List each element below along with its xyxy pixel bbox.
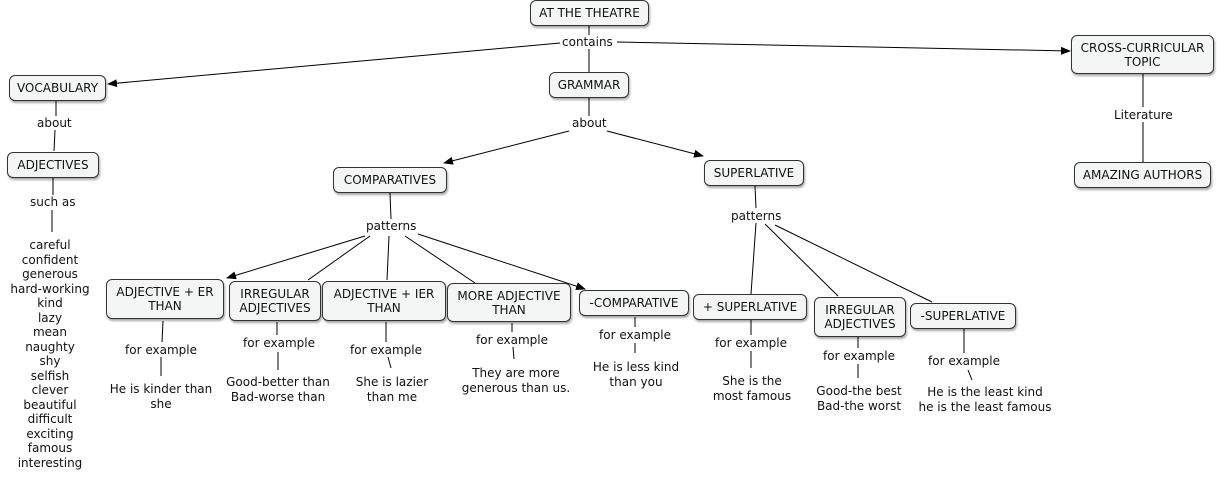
node-minus-superlative[interactable]: -SUPERLATIVE [910, 303, 1016, 329]
example-line: most famous [712, 389, 792, 403]
adjective-list-item: kind [37, 296, 63, 310]
adjective-list-item: hard-working [10, 281, 90, 296]
example-line: She is the [722, 374, 782, 388]
example-line: she [150, 397, 172, 411]
adjective-list-item: naughty [25, 339, 75, 354]
example-line: Bad-the worst [816, 399, 902, 413]
adjective-list-item: famous [27, 441, 73, 455]
node-vocabulary[interactable]: VOCABULARY [9, 75, 106, 101]
node-comparatives[interactable]: COMPARATIVES [333, 167, 447, 193]
example-text-minus-superlative: He is the least kind he is the least fam… [910, 385, 1060, 415]
example-line: He is the least kind [927, 385, 1043, 399]
example-line: than me [366, 390, 418, 404]
example-text-more: They are more generous than us. [456, 366, 576, 396]
adjective-list-item: careful [29, 238, 71, 252]
example-line: Bad-worse than [230, 390, 326, 404]
node-at-the-theatre[interactable]: AT THE THEATRE [530, 0, 649, 26]
adjective-list-item: clever [31, 383, 69, 397]
link-label-such-as: such as [28, 195, 78, 209]
example-text-plus-superlative: She is the most famous [704, 374, 800, 404]
node-adjectives[interactable]: ADJECTIVES [7, 152, 99, 178]
example-line: Good-the best [816, 384, 902, 398]
link-label-about-grammar: about [570, 116, 609, 130]
link-label-for-example: for example [241, 336, 317, 350]
node-adjective-ier-than[interactable]: ADJECTIVE + IER THAN [322, 281, 446, 321]
example-line: generous than us. [461, 381, 571, 395]
node-irregular-adjectives-comparative[interactable]: IRREGULAR ADJECTIVES [229, 281, 321, 321]
example-text-minus-comparative: He is less kind than you [586, 360, 686, 390]
adjective-list-item: exciting [26, 426, 74, 441]
adjective-list-item: difficult [27, 412, 73, 426]
node-plus-superlative[interactable]: + SUPERLATIVE [693, 294, 807, 320]
link-label-literature: Literature [1112, 108, 1175, 122]
example-line: He is kinder than [109, 382, 213, 396]
adjective-list-item: selfish [30, 368, 70, 383]
adjective-list-item: generous [22, 267, 78, 281]
example-line: than you [609, 375, 663, 389]
example-line: She is lazier [355, 375, 429, 389]
example-line: He is less kind [592, 360, 680, 374]
node-cross-curricular-topic[interactable]: CROSS-CURRICULAR TOPIC [1071, 35, 1214, 74]
node-superlative[interactable]: SUPERLATIVE [704, 160, 804, 186]
link-label-for-example: for example [926, 354, 1002, 368]
example-text-ier: She is lazier than me [340, 375, 444, 405]
example-line: Good-better than [226, 375, 330, 389]
node-amazing-authors[interactable]: AMAZING AUTHORS [1074, 162, 1211, 188]
link-label-contains: contains [560, 35, 615, 49]
example-text-irregular-superlative: Good-the best Bad-the worst [808, 384, 910, 414]
node-grammar[interactable]: GRAMMAR [549, 72, 629, 98]
link-label-for-example: for example [597, 328, 673, 342]
example-line: They are more [472, 366, 560, 380]
adjective-list-item: mean [32, 325, 68, 339]
adjective-list-item: confident [21, 252, 79, 267]
node-minus-comparative[interactable]: -COMPARATIVE [579, 290, 689, 316]
adjective-list-item: beautiful [23, 397, 77, 412]
link-label-for-example: for example [713, 336, 789, 350]
node-adjective-er-than[interactable]: ADJECTIVE + ER THAN [106, 279, 224, 319]
adjective-list-item: lazy [37, 310, 63, 325]
adjective-list-item: shy [39, 354, 61, 368]
link-label-for-example: for example [474, 333, 550, 347]
link-label-patterns-superlative: patterns [729, 209, 784, 223]
example-line: he is the least famous [918, 400, 1052, 414]
node-more-adjective-than[interactable]: MORE ADJECTIVE THAN [447, 283, 571, 322]
link-label-for-example: for example [348, 343, 424, 357]
example-text-er: He is kinder than she [104, 382, 218, 412]
example-text-irregular-comparative: Good-better than Bad-worse than [220, 375, 336, 405]
node-irregular-adjectives-superlative[interactable]: IRREGULAR ADJECTIVES [814, 297, 906, 337]
link-label-about-vocabulary: about [35, 116, 74, 130]
link-label-for-example: for example [821, 349, 897, 363]
adjective-list-item: interesting [17, 455, 83, 470]
link-label-for-example: for example [123, 343, 199, 357]
link-label-patterns-comparatives: patterns [364, 219, 419, 233]
